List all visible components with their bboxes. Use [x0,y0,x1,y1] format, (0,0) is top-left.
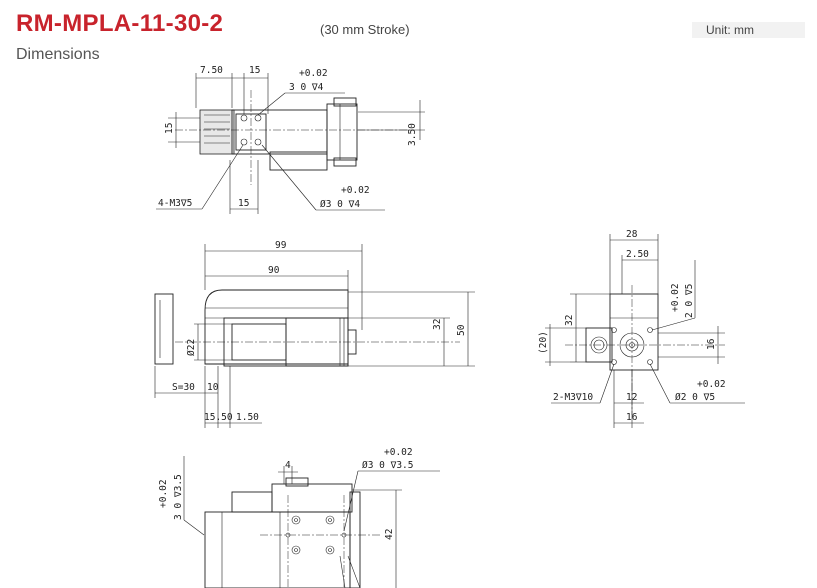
end-view: 28 2.50 +0.02 2 0 ∇5 32 (20) 16 12 16 2-… [538,229,745,428]
dim-16-right: 16 [706,338,717,350]
top-view: 7.50 15 +0.02 3 0 ∇4 15 3.50 15 4-M3∇5 +… [156,65,425,214]
dim-15-top: 15 [249,65,260,76]
hole-spec-top: 3 0 ∇4 [289,82,324,93]
unit-label: Unit: mm [692,22,805,38]
dim-4: 4 [285,460,291,471]
dia-22: Ø22 [186,339,197,356]
end-body [609,293,659,371]
dim-28: 28 [626,229,638,240]
dim-7-50: 7.50 [200,65,223,76]
bottom-view: +0.02 3 0 ∇3.5 4 +0.02 Ø3 0 ∇3.5 42 [158,447,440,588]
tol-bottom-end: +0.02 [697,379,726,390]
tol-bottom: +0.02 [341,185,370,196]
dim-12: 12 [626,392,637,403]
dim-15-bottom: 15 [238,198,249,209]
actuator-body [231,109,328,155]
motor-body [326,103,358,161]
page-subtitle: Dimensions [16,46,100,63]
dim-90: 90 [268,265,280,276]
dim-42: 42 [384,529,395,540]
dim-10-side: 10 [207,382,219,393]
dim-1-50: 1.50 [236,412,259,423]
dim-15-50: 15.50 [204,412,233,423]
hole-spec-bottom-end: Ø2 0 ∇5 [675,392,715,403]
model-title: RM-MPLA-11-30-2 [16,10,224,37]
jaw-left [154,293,174,365]
dim-16-bottom: 16 [626,412,638,423]
hole-top-4 [254,138,262,146]
stroke-label: S=30 [172,382,195,393]
dim-32-side: 32 [432,319,443,330]
dim-99: 99 [275,240,287,251]
tol-top: +0.02 [299,68,328,79]
dim-3-50: 3.50 [407,123,418,146]
side-view: 99 90 32 50 Ø22 S=30 10 15.50 1.50 [154,240,475,428]
hole-spec-bottom: Ø3 0 ∇4 [320,199,360,210]
dim-20: (20) [538,331,549,354]
tol-right: +0.02 [670,283,681,312]
thread-note-end: 2-M3∇10 [553,392,593,403]
dim-50-side: 50 [456,324,467,336]
dim-32-end: 32 [564,315,575,326]
dim-15-left: 15 [164,123,175,134]
hole-top-1 [240,114,248,122]
stroke-note: (30 mm Stroke) [320,22,410,37]
hole-spec-left-bottom: 3 0 ∇3.5 [173,474,184,520]
hole-spec-right: 2 0 ∇5 [684,284,695,318]
gripper-block [199,109,235,155]
tol-top-bottom: +0.02 [384,447,413,458]
hole-top-3 [240,138,248,146]
side-body [204,289,349,365]
tol-left-bottom: +0.02 [158,479,169,508]
dim-2-50: 2.50 [626,249,649,260]
hole-top-2 [254,114,262,122]
hole-spec-top-bottom: Ø3 0 ∇3.5 [362,460,413,471]
thread-note-top: 4-M3∇5 [158,198,192,209]
